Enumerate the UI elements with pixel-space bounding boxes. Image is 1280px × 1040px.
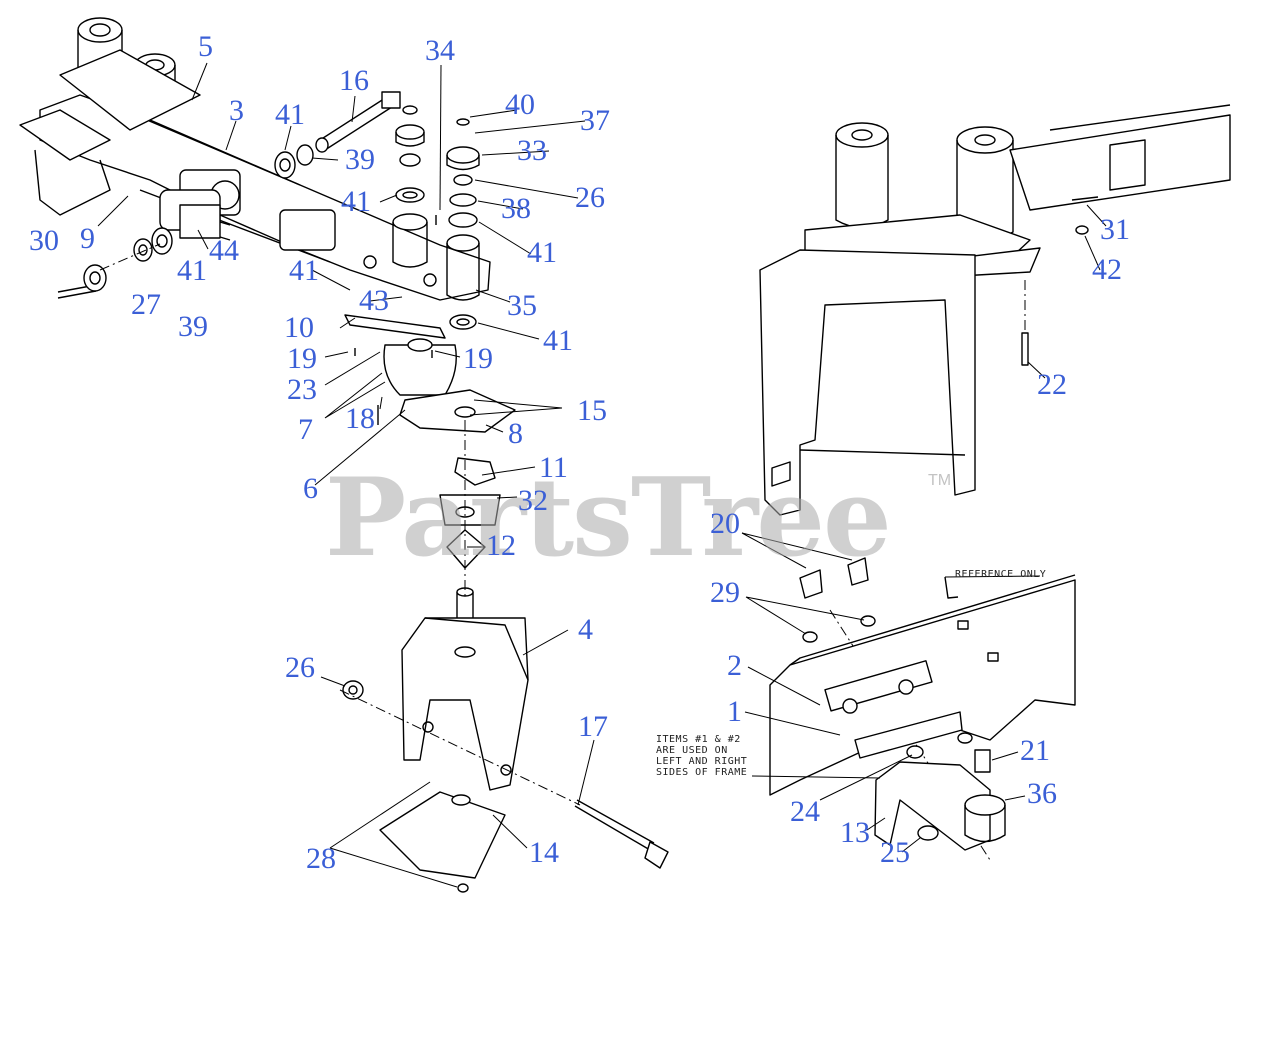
callout-21: 21	[1020, 734, 1050, 767]
callout-1: 1	[727, 695, 742, 728]
callout-41: 41	[341, 185, 371, 218]
callout-43: 43	[359, 284, 389, 317]
callout-20: 20	[710, 507, 740, 540]
callout-42: 42	[1092, 253, 1122, 286]
callout-36: 36	[1027, 777, 1057, 810]
reference-label: REFERENCE ONLY	[955, 569, 1047, 580]
callout-28: 28	[306, 842, 336, 875]
watermark-brand: PartsTree	[325, 455, 892, 581]
callout-39: 39	[178, 310, 208, 343]
callout-2: 2	[727, 649, 742, 682]
deck-hanger-assembly	[759, 104, 1231, 516]
watermark-trademark: TM	[928, 472, 952, 489]
callout-41: 41	[289, 254, 319, 287]
callout-41: 41	[177, 254, 207, 287]
callout-44: 44	[209, 234, 239, 267]
callout-4: 4	[578, 613, 593, 646]
callout-18: 18	[345, 402, 375, 435]
callout-41: 41	[527, 236, 557, 269]
leader-lines	[97, 62, 1107, 888]
callout-3: 3	[229, 94, 244, 127]
callout-19: 19	[287, 342, 317, 375]
frame-note: ITEMS #1 & #2 ARE USED ON LEFT AND RIGHT…	[656, 734, 748, 778]
callout-34: 34	[425, 34, 455, 67]
callout-22: 22	[1037, 368, 1067, 401]
frame-reference	[769, 557, 1076, 851]
callout-23: 23	[287, 373, 317, 406]
callout-39: 39	[345, 143, 375, 176]
callout-15: 15	[577, 394, 607, 427]
callout-11: 11	[539, 451, 568, 484]
callout-26: 26	[575, 181, 605, 214]
callout-16: 16	[339, 64, 369, 97]
left-hardware	[57, 91, 401, 299]
callout-7: 7	[298, 413, 313, 446]
callout-10: 10	[284, 311, 314, 344]
callout-13: 13	[840, 816, 870, 849]
callout-38: 38	[501, 192, 531, 225]
callout-24: 24	[790, 795, 820, 828]
callout-37: 37	[580, 104, 610, 137]
callout-5: 5	[198, 30, 213, 63]
callout-31: 31	[1100, 213, 1130, 246]
callout-25: 25	[880, 836, 910, 869]
callout-40: 40	[505, 88, 535, 121]
callout-35: 35	[507, 289, 537, 322]
callout-17: 17	[578, 710, 608, 743]
callout-9: 9	[80, 222, 95, 255]
callout-12: 12	[486, 529, 516, 562]
callout-32: 32	[518, 484, 548, 517]
callout-8: 8	[508, 417, 523, 450]
callout-33: 33	[517, 134, 547, 167]
callout-41: 41	[275, 98, 305, 131]
callout-6: 6	[303, 472, 318, 505]
callout-29: 29	[710, 576, 740, 609]
callout-41: 41	[543, 324, 573, 357]
callout-19: 19	[463, 342, 493, 375]
callout-14: 14	[529, 836, 559, 869]
callout-26: 26	[285, 651, 315, 684]
callout-27: 27	[131, 288, 161, 321]
callout-30: 30	[29, 224, 59, 257]
